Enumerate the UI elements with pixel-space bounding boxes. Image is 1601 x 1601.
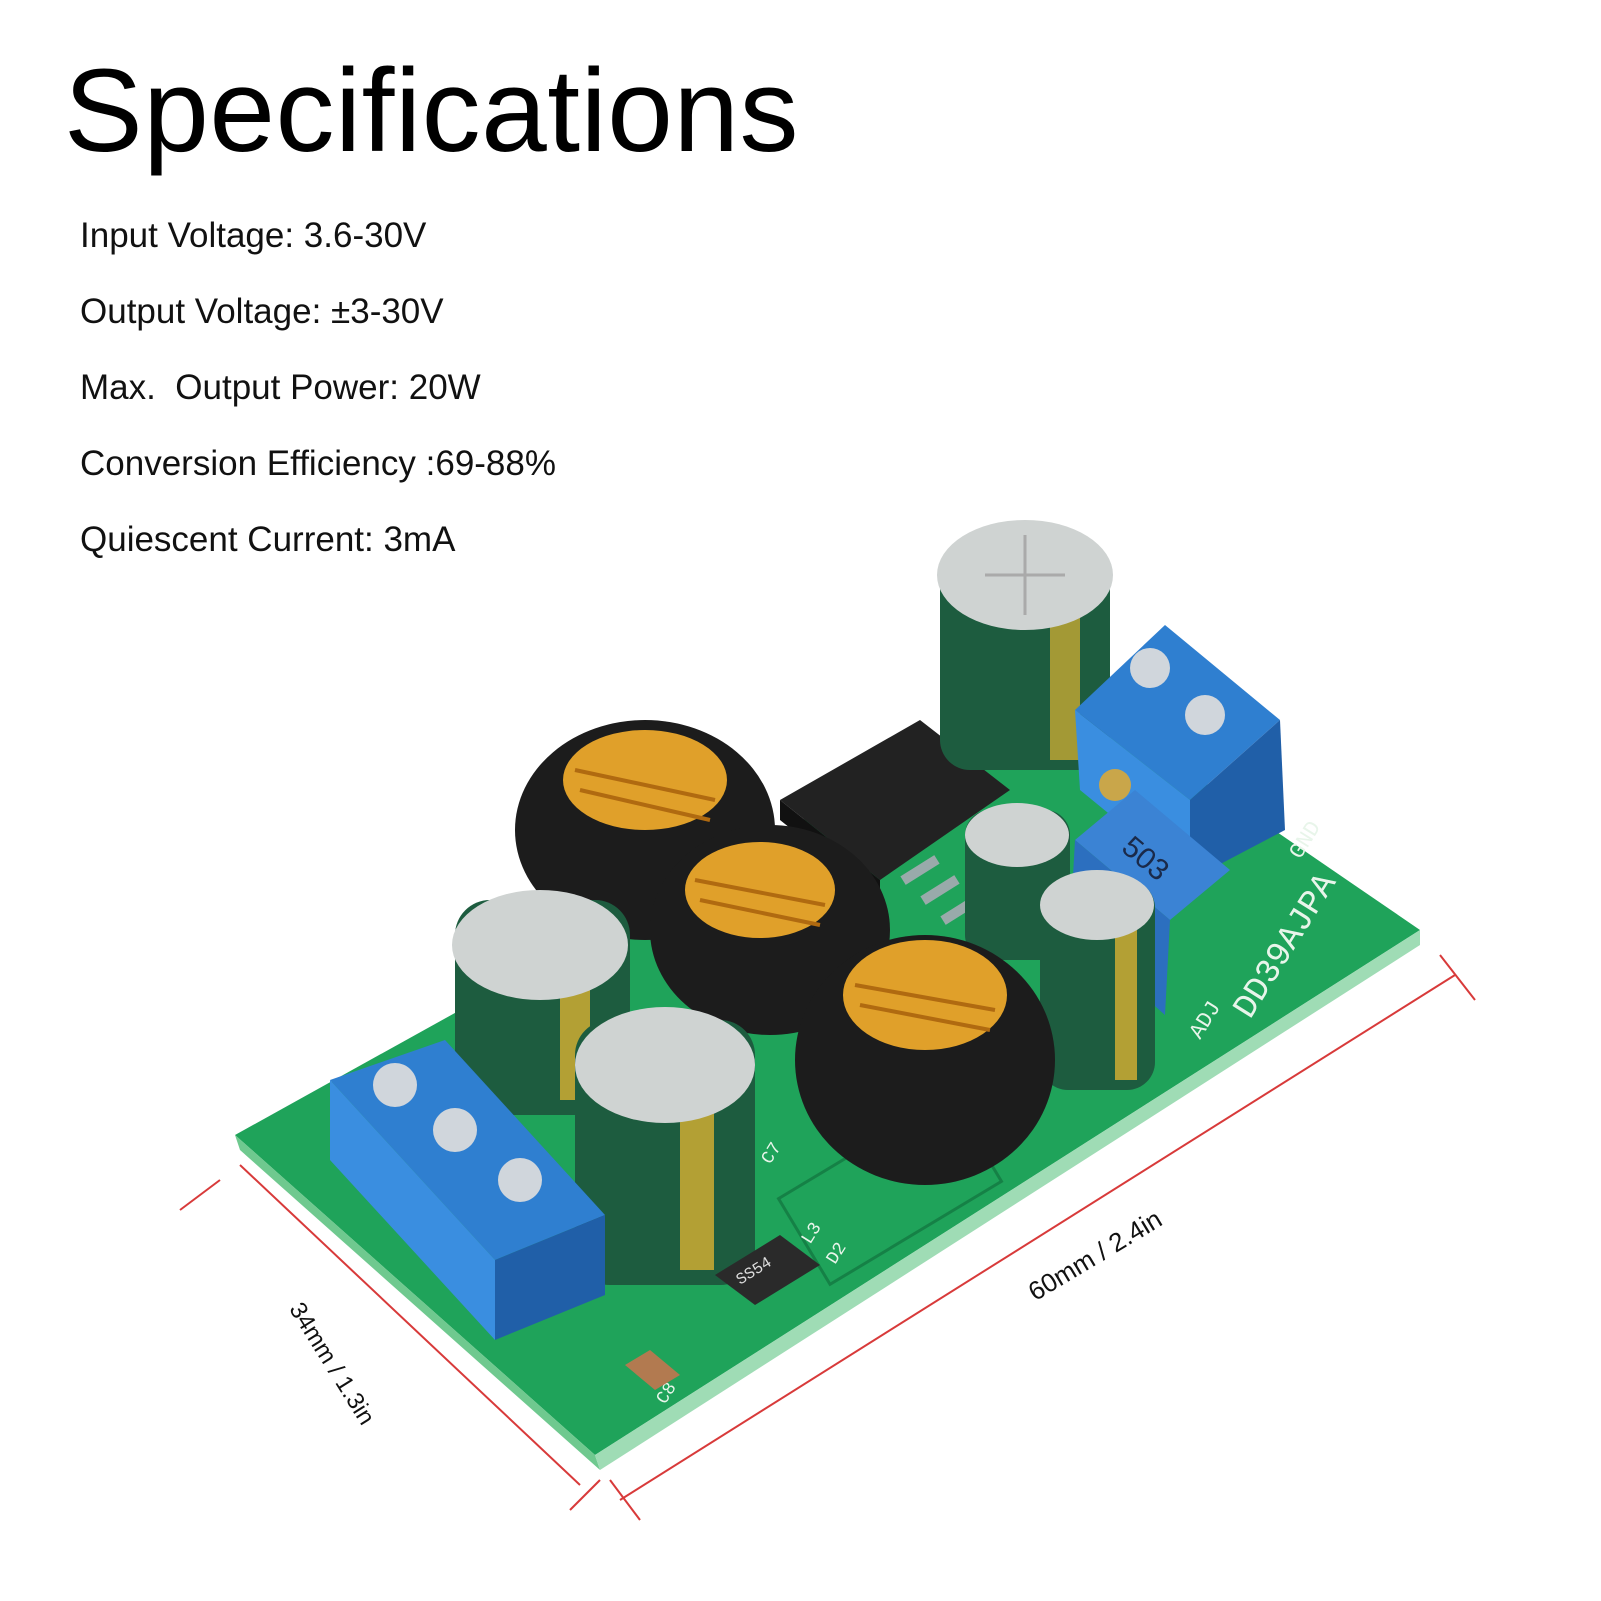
spec-conversion-efficiency: Conversion Efficiency :69-88%: [80, 444, 556, 483]
spec-list: Input Voltage: 3.6-30V Output Voltage: ±…: [80, 218, 556, 598]
smd-capacitor: [625, 1350, 680, 1390]
page-title: Specifications: [64, 45, 800, 177]
diode: SS54: [715, 1235, 820, 1305]
spec-quiescent-current: Quiescent Current: 3mA: [80, 520, 456, 559]
capacitor-left-2: [575, 1007, 755, 1285]
spec-max-output-power: Max. Output Power: 20W: [80, 368, 481, 407]
dimension-lines: [179, 954, 1476, 1521]
capacitor-small-2: [1040, 870, 1155, 1090]
capacitor-top: [937, 520, 1113, 770]
terminal-block-input: [330, 1040, 605, 1340]
inductor-3: [795, 935, 1055, 1185]
spec-input-voltage: Input Voltage: 3.6-30V: [80, 216, 427, 255]
spec-output-voltage: Output Voltage: ±3-30V: [80, 292, 444, 331]
